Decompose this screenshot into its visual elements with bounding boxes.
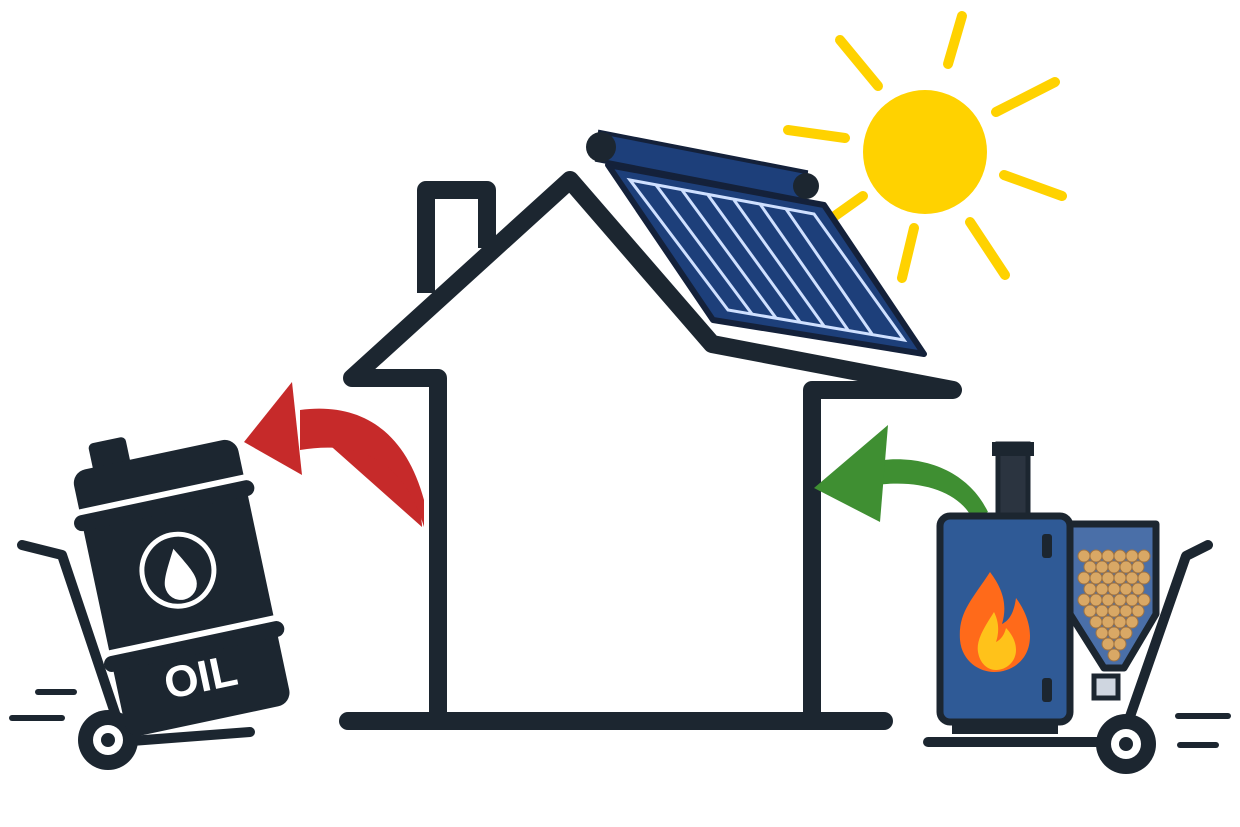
arrow-out-icon [244, 382, 424, 527]
oil-barrel-icon: OIL [72, 437, 290, 736]
hand-truck-left [9, 540, 255, 770]
sun-icon [783, 11, 1067, 283]
flame-icon [959, 572, 1030, 672]
solar-panel-icon [586, 129, 927, 357]
hand-truck-icon [78, 710, 138, 770]
arrow-in-icon [814, 425, 988, 522]
house-icon [339, 171, 962, 730]
pellets [1077, 549, 1151, 662]
hand-truck-right [923, 540, 1231, 774]
pellet-boiler-icon [936, 441, 1160, 734]
